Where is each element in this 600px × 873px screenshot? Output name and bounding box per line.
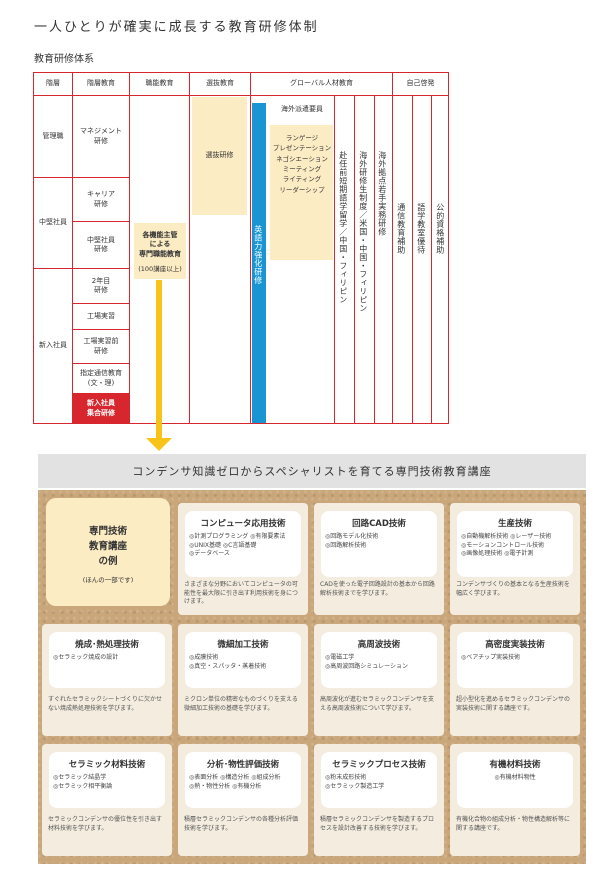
course-card: 高密度実装技術 ◎ベアチップ実装技術 超小型化を進めるセラミックコンデンサの実装… (450, 624, 580, 736)
self-dev-col-2: 語学教室優待 (416, 203, 426, 254)
course-item: ◎熱・物性分析 ◎有機分析 (189, 782, 262, 790)
course-item: ◎電磁工学 (325, 654, 355, 661)
course-desc: 超小型化を進めるセラミックコンデンサの実装技術に関する講座です。 (456, 696, 571, 712)
functional-box: 各機能主管 による 専門職能教育 (100講座以上) (134, 223, 186, 279)
self-dev-col-3: 公的資格補助 (435, 203, 445, 254)
course-item: ◎画像処理技術 ◎電子計測 (461, 550, 534, 558)
new-employee-group-training: 新入社員 集合研修 (73, 394, 129, 423)
header-selection: 選抜教育 (206, 79, 234, 88)
course-item: ◎セラミック結晶学 (53, 774, 107, 781)
course-item: ◎ベアチップ実装技術 (461, 654, 521, 661)
course-item: ◎自動機解析技術 ◎レーザー技術 (461, 533, 552, 540)
course-item: ◎高周波回路シミュレーション (325, 662, 408, 670)
course-item: ◎真空・スパッタ・蒸着技術 (189, 662, 267, 670)
course-item: ◎データベース (189, 550, 230, 558)
course-desc: 有機化合物の組成分析・物性構造解析等に関する講座です。 (456, 816, 571, 832)
level-new: 新入社員 (39, 341, 67, 350)
self-dev-col-1: 通信教育補助 (396, 203, 406, 254)
course-title: 分析･物性評価技術 (206, 760, 280, 770)
arrow-down-icon (146, 438, 172, 451)
course-item: ◎有機材料物性 (494, 774, 536, 781)
course-title: セラミック材料技術 (68, 760, 146, 770)
course-item: ◎セラミック相平衡論 (53, 782, 113, 790)
header-level: 階層 (46, 79, 60, 88)
header-global: グローバル人材教育 (290, 79, 353, 88)
course-title: セラミックプロセス技術 (332, 760, 426, 770)
course-desc: コンデンサづくりの基本となる生産技術を幅広く学びます。 (456, 581, 570, 597)
global-col-1: 赴任前短期語学留学／中国・フィリピン (338, 151, 348, 304)
course-desc: さまざまな分野においてコンピュータの可能性を最大限に引き出す利用技術を身につけま… (184, 581, 299, 606)
section-title: 教育研修体系 (34, 54, 94, 65)
header-self-development: 自己啓発 (406, 79, 435, 88)
course-card: 分析･物性評価技術 ◎表面分析 ◎構造分析 ◎組成分析 ◎熱・物性分析 ◎有機分… (178, 744, 308, 856)
technical-course-banner: コンデンサ知識ゼロからスペシャリストを育てる専門技術教育講座 (38, 454, 586, 488)
course-desc: セラミックコンデンサの優位性を引き出す材料技術を学びます。 (48, 816, 163, 832)
overseas-skills: ランゲージ プレゼンテーション ネゴシエーション ミーティング ライティング リ… (272, 133, 332, 194)
english-label: 英語力強化研修 (253, 225, 263, 285)
selection-training: 選抜研修 (192, 97, 247, 215)
course-item: ◎粉末成形技術 (325, 774, 367, 781)
course-item: ◎回路モデル化技術 (325, 533, 379, 540)
course-title: 高周波技術 (357, 640, 401, 650)
course-card: 微細加工技術 ◎成膜技術 ◎真空・スパッタ・蒸着技術 ミクロン単位の精密なものづ… (178, 624, 308, 736)
correspondence-education: 指定通信教育 (文・理) (80, 369, 122, 387)
course-desc: 積層セラミックコンデンサを製造するプロセスを設計改善する技術を学びます。 (320, 816, 435, 832)
course-title: 高密度実装技術 (485, 640, 545, 650)
management-training: マネジメント 研修 (80, 127, 122, 145)
course-item: ◎表面分析 ◎構造分析 ◎組成分析 (189, 774, 281, 781)
course-title: コンピュータ応用技術 (200, 519, 286, 529)
course-title: 生産技術 (497, 519, 532, 529)
course-desc: CADを使った電子回路設計の基本から回路解析技術までを学びます。 (320, 581, 435, 597)
intro-title: 専門技術 教育講座 の例 (88, 526, 127, 568)
course-card: セラミック材料技術 ◎セラミック結晶学 ◎セラミック相平衡論 セラミックコンデン… (42, 744, 172, 856)
course-desc: 積層セラミックコンデンサの各種分析評価技術を学びます。 (184, 816, 299, 832)
mid-training: 中堅社員 研修 (87, 235, 115, 253)
course-item: ◎セラミック製造工学 (325, 782, 385, 790)
header-level-training: 階層教育 (87, 79, 115, 88)
overseas-skills-box (270, 125, 333, 260)
course-desc: すぐれたセラミックシートづくりに欠かせない焼成熱処理技術を学びます。 (48, 696, 163, 712)
course-card: 高周波技術 ◎電磁工学 ◎高周波回路シミュレーション 高周波化が進むセラミックコ… (314, 624, 444, 736)
global-col-3: 海外拠点若手実務研修 (377, 151, 387, 236)
course-desc: 高周波化が進むセラミックコンデンサを支える高周波技術について学びます。 (320, 696, 435, 712)
second-year-training: 2年目 研修 (91, 276, 111, 294)
course-title: 回路CAD技術 (352, 519, 406, 529)
course-title: 焼成･熱処理技術 (75, 640, 139, 650)
factory-practice: 工場実習 (87, 311, 115, 320)
english-bar (252, 103, 266, 423)
course-card: コンピュータ応用技術 ◎計測プログラミング ◎有限要素法 ◎UNIX基礎 ◎C言… (178, 503, 308, 615)
global-col-2: 海外研修生制度／米国・中国・フィリピン (358, 151, 368, 313)
training-system-table: 階層 階層教育 職能教育 選抜教育 グローバル人材教育 自己啓発 管理職 中堅社… (33, 72, 449, 424)
course-item: ◎UNIX基礎 ◎C言語基礎 (189, 541, 257, 549)
course-desc: ミクロン単位の精密なものづくりを支える微細加工技術の基礎を学びます。 (184, 696, 298, 712)
course-card: 回路CAD技術 ◎回路モデル化技術 ◎回路解析技術 CADを使った電子回路設計の… (314, 503, 444, 615)
course-item: ◎回路解析技術 (325, 541, 367, 549)
course-card: セラミックプロセス技術 ◎粉末成形技術 ◎セラミック製造工学 積層セラミックコン… (314, 744, 444, 856)
course-item: ◎セラミック焼成の設計 (53, 654, 119, 661)
intro-card: 専門技術 教育講座 の例 (ほんの一部です) (46, 498, 170, 606)
course-title: 微細加工技術 (217, 640, 269, 650)
level-mid: 中堅社員 (39, 218, 67, 227)
course-card: 生産技術 ◎自動機解析技術 ◎レーザー技術 ◎モーションコントロール技術 ◎画像… (450, 503, 580, 615)
arrow-stem (156, 280, 162, 439)
course-title: 有機材料技術 (489, 760, 541, 770)
course-item: ◎モーションコントロール技術 (461, 541, 545, 549)
course-item: ◎計測プログラミング ◎有限要素法 (189, 533, 286, 540)
career-training: キャリア 研修 (87, 190, 115, 208)
course-item: ◎成膜技術 (189, 654, 219, 661)
course-card: 焼成･熱処理技術 ◎セラミック焼成の設計 すぐれたセラミックシートづくりに欠かせ… (42, 624, 172, 736)
intro-note: (ほんの一部です) (82, 575, 134, 584)
course-card: 有機材料技術 ◎有機材料物性 有機化合物の組成分析・物性構造解析等に関する講座で… (450, 744, 580, 856)
functional-label: 各機能主管 による 専門職能教育 (139, 230, 181, 258)
overseas-dispatch: 海外派遣要員 (281, 105, 323, 114)
header-functional: 職能教育 (145, 79, 174, 88)
level-management: 管理職 (42, 131, 64, 140)
page-title: 一人ひとりが確実に成長する教育研修体制 (34, 20, 319, 35)
functional-note: (100講座以上) (138, 264, 182, 273)
pre-factory-training: 工場実習前 研修 (83, 337, 119, 355)
